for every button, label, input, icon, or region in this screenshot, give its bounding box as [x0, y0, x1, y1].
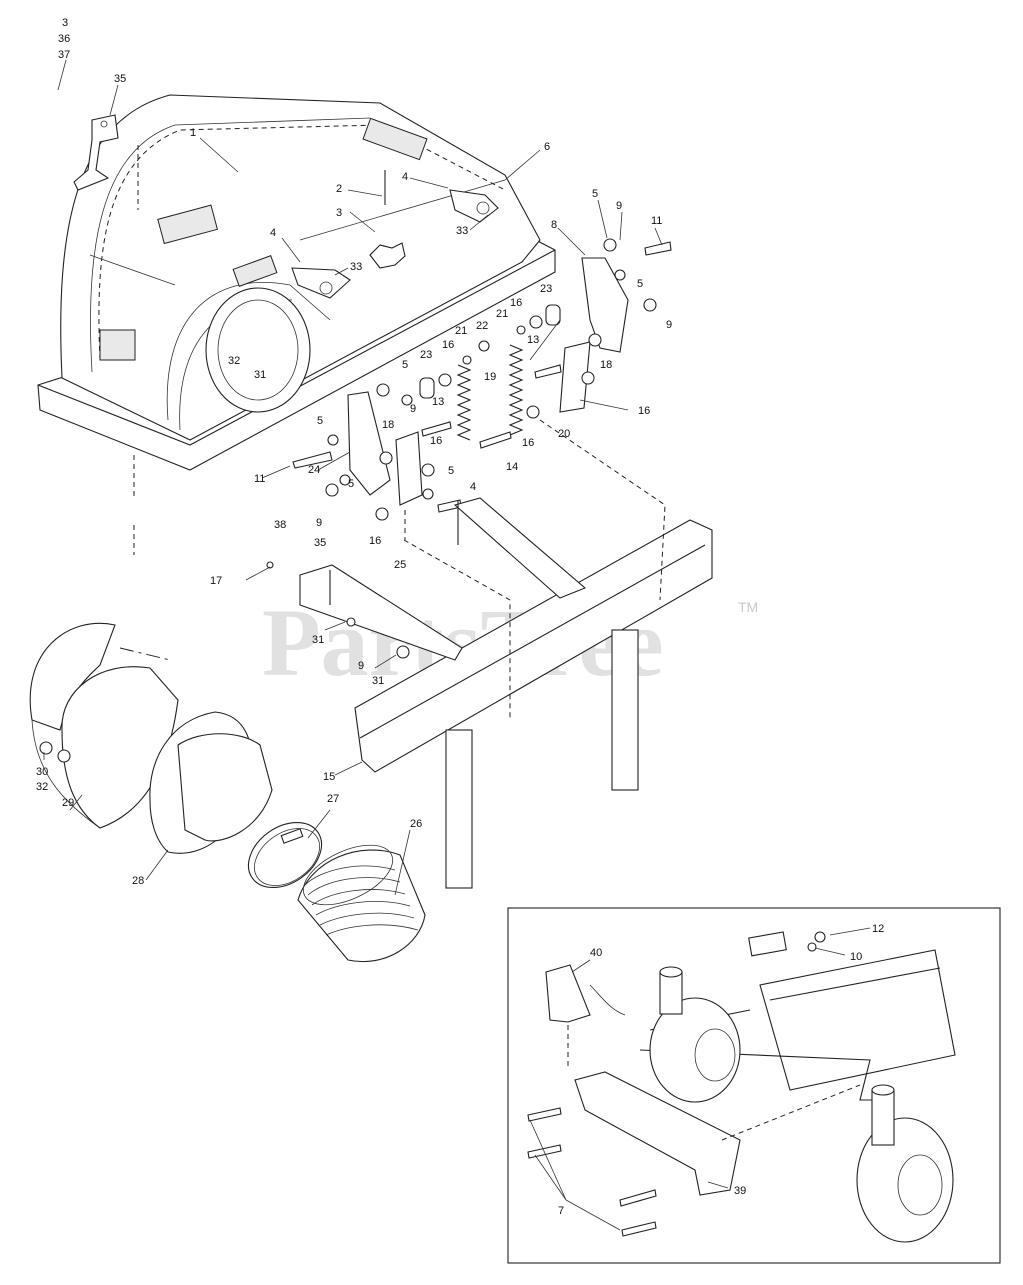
callout-label: 26 — [410, 818, 422, 830]
callout-label: 2 — [336, 183, 342, 195]
callout-label: 36 — [58, 33, 70, 45]
callout-label: 31 — [372, 675, 384, 687]
callout-label: 5 — [402, 359, 408, 371]
hose-clamp-27 — [247, 822, 323, 888]
chute-flange-28 — [149, 711, 273, 854]
callout-label: 35 — [314, 537, 326, 549]
hardware-nuts-washers — [292, 238, 672, 521]
callout-label: 4 — [402, 171, 408, 183]
callout-label: 32 — [36, 781, 48, 793]
hood-latch — [73, 114, 139, 210]
hinge-right — [449, 189, 499, 223]
callout-label: 7 — [558, 1205, 564, 1217]
hinge-left — [291, 267, 351, 299]
callout-label: 16 — [442, 339, 454, 351]
callout-label: 12 — [872, 923, 884, 935]
callout-label: 9 — [410, 403, 416, 415]
callout-label: 23 — [540, 283, 552, 295]
callout-label: 5 — [637, 278, 643, 290]
callout-label: 9 — [666, 319, 672, 331]
callout-label: 5 — [348, 478, 354, 490]
callout-label: 6 — [544, 141, 550, 153]
bracket-right-8 — [581, 257, 629, 353]
leader-lines — [43, 59, 871, 1231]
callout-label: 3 — [336, 207, 342, 219]
callout-label: 9 — [616, 200, 622, 212]
callout-label: 24 — [308, 464, 320, 476]
callout-label: 13 — [432, 396, 444, 408]
callout-label: 9 — [358, 660, 364, 672]
callout-label: 11 — [651, 215, 662, 227]
callout-label: 29 — [62, 797, 74, 809]
callout-label: 1 — [190, 127, 196, 139]
callout-label: 5 — [448, 465, 454, 477]
callout-label: 10 — [850, 951, 862, 963]
watermark-trademark: TM — [738, 599, 758, 615]
callout-labels: 3 36 37 35 1 2 3 4 33 6 4 33 5 9 11 8 5 … — [36, 17, 884, 1217]
callout-label: 17 — [210, 575, 222, 587]
callout-label: 38 — [274, 519, 286, 531]
spring-19-left — [456, 364, 472, 441]
hose-26 — [297, 844, 426, 962]
callout-label: 8 — [551, 219, 557, 231]
callout-label: 37 — [58, 49, 70, 61]
callout-label: 33 — [350, 261, 362, 273]
callout-label: 39 — [734, 1185, 746, 1197]
callout-label: 11 — [254, 473, 265, 485]
callout-label: 16 — [522, 437, 534, 449]
callout-label: 5 — [592, 188, 598, 200]
callout-label: 16 — [510, 297, 522, 309]
hood-housing — [37, 94, 556, 471]
callout-label: 21 — [455, 325, 467, 337]
spacers-23 — [419, 304, 561, 399]
callout-label: 33 — [456, 225, 468, 237]
star-knob — [369, 170, 406, 269]
callout-label: 9 — [316, 517, 322, 529]
callout-label: 30 — [36, 766, 48, 778]
bracket-left-24 — [347, 391, 391, 496]
callout-label: 5 — [317, 415, 323, 427]
inset-detail — [507, 907, 1001, 1264]
spring-19-right — [508, 344, 524, 436]
hardware-chute — [39, 455, 410, 763]
callout-label: 20 — [558, 428, 570, 440]
callout-label: 16 — [638, 405, 650, 417]
callout-label: 22 — [476, 320, 488, 332]
callout-label: 16 — [369, 535, 381, 547]
callout-label: 4 — [470, 481, 476, 493]
callout-label: 31 — [254, 369, 266, 381]
callout-label: 13 — [527, 334, 539, 346]
callout-label: 27 — [327, 793, 339, 805]
callout-label: 3 — [62, 17, 68, 29]
callout-label: 28 — [132, 875, 144, 887]
callout-label: 14 — [506, 461, 518, 473]
callout-label: 19 — [484, 371, 496, 383]
callout-label: 40 — [590, 947, 602, 959]
callout-label: 35 — [114, 73, 126, 85]
bracket-center-25 — [395, 431, 423, 540]
bracket-plate-20 — [559, 341, 591, 413]
callout-label: 32 — [228, 355, 240, 367]
callout-label: 18 — [382, 419, 394, 431]
callout-label: 4 — [270, 227, 276, 239]
callout-label: 18 — [600, 359, 612, 371]
callout-label: 31 — [312, 634, 324, 646]
frame-15 — [299, 419, 713, 889]
callout-label: 25 — [394, 559, 406, 571]
callout-label: 16 — [430, 435, 442, 447]
callout-label: 21 — [496, 308, 508, 320]
callout-label: 23 — [420, 349, 432, 361]
callout-label: 15 — [323, 771, 335, 783]
